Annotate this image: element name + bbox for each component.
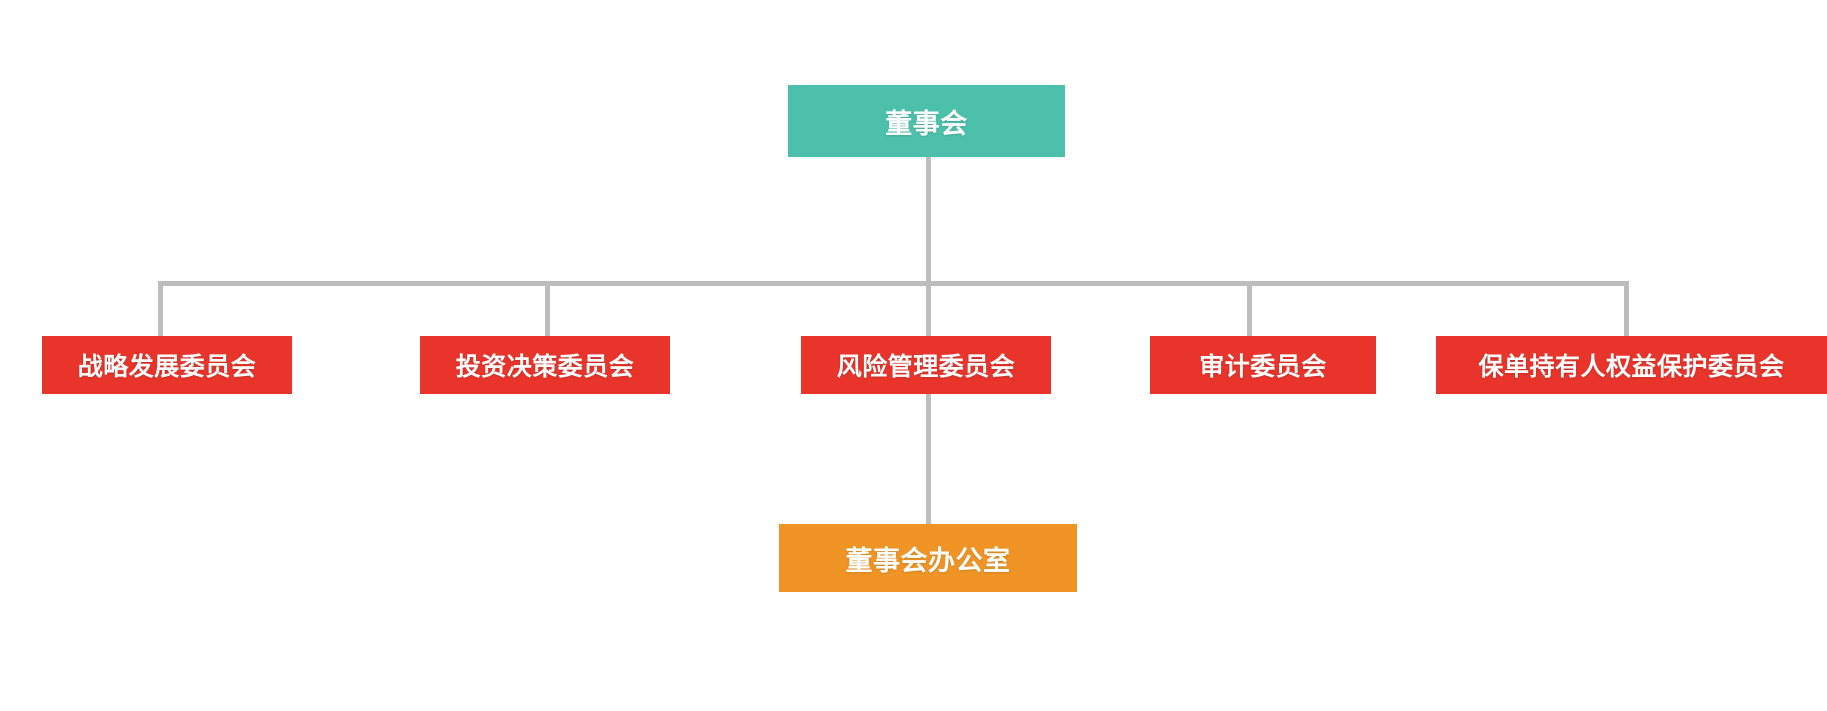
node-label-committee-4: 审计委员会 (1199, 353, 1327, 381)
node-board-of-directors[interactable]: 董事会 (788, 85, 1065, 157)
connector-drop-committee-4 (1247, 281, 1252, 337)
connector-root-stem (926, 157, 931, 284)
node-investment-decision-committee[interactable]: 投资决策委员会 (420, 336, 670, 394)
connector-drop-committee-3 (926, 281, 931, 337)
node-label-root: 董事会 (885, 108, 968, 139)
node-strategic-development-committee[interactable]: 战略发展委员会 (42, 336, 292, 394)
node-label-office: 董事会办公室 (845, 545, 1011, 576)
node-risk-management-committee[interactable]: 风险管理委员会 (801, 336, 1051, 394)
node-board-office[interactable]: 董事会办公室 (779, 524, 1077, 592)
node-label-committee-2: 投资决策委员会 (455, 353, 635, 381)
connector-horizontal-bus (158, 281, 1629, 286)
connector-drop-committee-1 (158, 281, 163, 337)
connector-drop-committee-2 (545, 281, 550, 337)
connector-drop-committee-5 (1624, 281, 1629, 337)
node-label-committee-5: 保单持有人权益保护委员会 (1478, 353, 1785, 381)
node-label-committee-1: 战略发展委员会 (77, 353, 257, 381)
connector-office-stem (926, 394, 931, 524)
node-policyholder-rights-protection-committee[interactable]: 保单持有人权益保护委员会 (1436, 336, 1827, 394)
node-audit-committee[interactable]: 审计委员会 (1150, 336, 1376, 394)
node-label-committee-3: 风险管理委员会 (836, 353, 1016, 381)
